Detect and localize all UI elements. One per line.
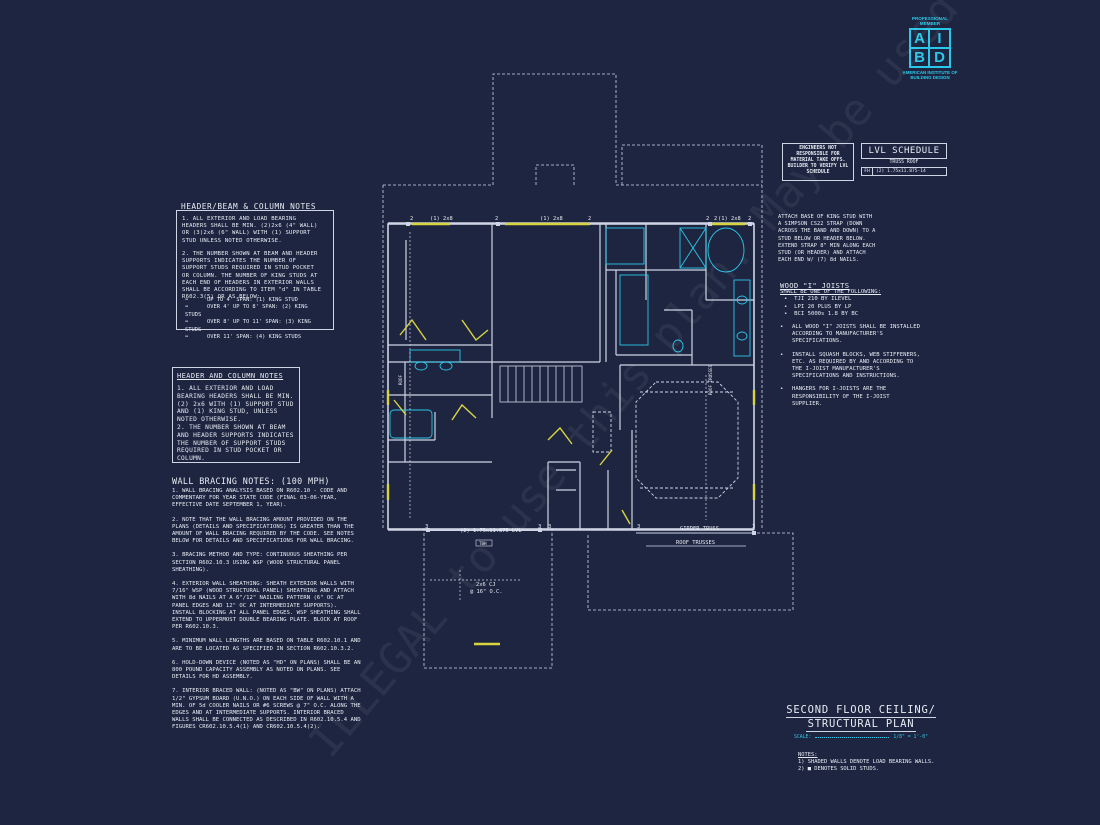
header-column-notes-box: HEADER AND COLUMN NOTES 1. ALL EXTERIOR …: [172, 367, 300, 463]
header-label-3: (1) 2x8: [718, 216, 741, 222]
strap-note: ATTACH BASE OF KING STUD WITH A SIMPSON …: [778, 214, 876, 264]
roof-trusses-label: ROOF TRUSSES: [676, 540, 715, 546]
joist-option: • LPI 20 PLUS BY LP: [784, 303, 852, 310]
header-column-notes-title: HEADER AND COLUMN NOTES: [177, 372, 284, 380]
scale-row: SCALE: 1/8" = 1'-0": [786, 735, 936, 740]
scale-dots: [815, 735, 890, 738]
legend-notes: NOTES: 1) SHADED WALLS DENOTE LOAD BEARI…: [798, 752, 948, 774]
lvl-schedule-title: LVL SCHEDULE: [861, 143, 947, 159]
support-count: 2: [495, 216, 498, 222]
wall-bracing-item: 6. HOLD-DOWN DEVICE (NOTED AS "HD" ON PL…: [172, 659, 361, 681]
support-count: 3: [752, 524, 755, 530]
support-count: 3: [548, 524, 551, 530]
tbh-tag: [475, 539, 493, 547]
support-count: 2: [706, 216, 709, 222]
header-beam-notes-title: HEADER/BEAM & COLUMN NOTES: [181, 202, 317, 211]
roof-outline: [382, 73, 794, 669]
scale-value: 1/8" = 1'-0": [893, 735, 928, 740]
engineer-note-text: ENGINEERS NOT RESPONSIBLE FOR MATERIAL T…: [787, 146, 849, 175]
logo-top-text: PROFESSIONAL MEMBER: [911, 16, 949, 26]
stairs: [499, 365, 583, 403]
wood-joists-subtitle: SHALL BE ONE OF THE FOLLOWING:: [780, 289, 882, 296]
wall-bracing-item: 1. WALL BRACING ANALYSIS BASED ON R602.1…: [172, 488, 348, 509]
logo-letter-b: B: [911, 49, 930, 66]
header-label-2: (1) 2x8: [540, 216, 563, 222]
logo-letter-a: A: [911, 30, 930, 49]
support-count: 3: [425, 524, 428, 530]
wall-bracing-item: 5. MINIMUM WALL LENGTHS ARE BASED ON TAB…: [172, 638, 361, 652]
support-count: 2: [410, 216, 413, 222]
span-item: ➡OVER 11' SPAN: (4) KING STUDS: [185, 334, 302, 341]
engineer-note-box: ENGINEERS NOT RESPONSIBLE FOR MATERIAL T…: [782, 143, 854, 181]
roof-label-vertical: ROOF: [398, 374, 403, 385]
support-count: 3: [538, 524, 541, 530]
notes-item: 2) ■ DENOTES SOLID STUDS.: [798, 766, 880, 773]
dimension-lines: [409, 232, 707, 600]
notes-title: NOTES:: [798, 752, 818, 758]
roof-trusses-vertical: ROOF TRUSSES: [708, 364, 713, 395]
solid-studs: [406, 222, 756, 535]
header-label-1: (1) 2x8: [430, 216, 453, 222]
wood-joists-title: WOOD "I" JOISTS: [780, 281, 850, 290]
logo-letter-i: I: [930, 30, 949, 49]
joist-option: • TJI 210 BY ILEVEL: [784, 296, 852, 303]
scale-label: SCALE:: [794, 735, 812, 740]
wood-joists-notes: WOOD "I" JOISTS SHALL BE ONE OF THE FOLL…: [780, 282, 920, 408]
header-column-note-1: 1. ALL EXTERIOR AND LOAD BEARING HEADERS…: [177, 385, 294, 424]
header-beam-note-1: 1. ALL EXTERIOR AND LOAD BEARING HEADERS…: [182, 216, 318, 244]
wall-bracing-item: 3. BRACING METHOD AND TYPE: CONTINUOUS S…: [172, 552, 348, 573]
tbh-label: TBH: [479, 541, 487, 546]
lvl-row-value: (2) 1.75x11.875-14: [876, 169, 926, 174]
span-item: ➡UP TO 4' SPAN: (1) KING STUD: [185, 297, 298, 303]
logo-letter-grid: A I B D: [909, 28, 951, 68]
wall-bracing-list: 1. WALL BRACING ANALYSIS BASED ON R602.1…: [172, 488, 362, 732]
span-item: ➡OVER 8' UP TO 11' SPAN: (3) KING STUDS: [185, 319, 311, 333]
lvl-label: (2) 1.75x11.875 LVL: [460, 528, 522, 534]
logo-letter-d: D: [934, 49, 945, 66]
lvl-schedule: LVL SCHEDULE TRUSS ROOF FH (2) 1.75x11.8…: [861, 143, 947, 176]
wall-bracing-title: WALL BRACING NOTES: (100 MPH): [172, 476, 330, 486]
title-block: SECOND FLOOR CEILING/ STRUCTURAL PLAN SC…: [786, 704, 936, 740]
watermark: ILLEGAL to use this plan. May be used fo…: [299, 0, 1100, 767]
support-count: 2: [714, 216, 717, 222]
support-count: 2: [588, 216, 591, 222]
vaulted-ceiling: [592, 381, 739, 499]
wall-bracing-item: 4. EXTERIOR WALL SHEATHING: SHEATH EXTER…: [172, 581, 361, 631]
span-list: ➡UP TO 4' SPAN: (1) KING STUD ➡OVER 4' U…: [185, 297, 325, 341]
notes-item: 1) SHADED WALLS DENOTE LOAD BEARING WALL…: [798, 759, 935, 766]
girder-truss-label: GIRDER TRUSS: [680, 526, 719, 532]
lvl-schedule-row: FH (2) 1.75x11.875-14: [861, 167, 947, 176]
joist-option: • BCI 5000s 1.8 BY BC: [784, 310, 859, 317]
title-line-2: STRUCTURAL PLAN: [806, 718, 916, 732]
header-beam-note-2: 2. THE NUMBER SHOWN AT BEAM AND HEADER S…: [182, 251, 322, 301]
aibd-logo: PROFESSIONAL MEMBER A I B D AMERICAN INS…: [895, 16, 965, 88]
wall-bracing-item: 2. NOTE THAT THE WALL BRACING AMOUNT PRO…: [172, 516, 354, 545]
support-count: 2: [748, 216, 751, 222]
joist-note: •INSTALL SQUASH BLOCKS, WEB STIFFENERS, …: [780, 351, 920, 380]
lvl-schedule-subtitle: TRUSS ROOF: [889, 160, 919, 165]
joist-note: •HANGERS FOR I-JOISTS ARE THE RESPONSIBI…: [780, 386, 890, 407]
wall-bracing-item: 7. INTERIOR BRACED WALL: (NOTED AS "BW" …: [172, 688, 361, 731]
title-line-1: SECOND FLOOR CEILING/: [786, 704, 936, 718]
header-column-note-2: 2. THE NUMBER SHOWN AT BEAM AND HEADER S…: [177, 424, 294, 463]
support-count: 3: [637, 524, 640, 530]
joist-spacing-label: @ 16" O.C.: [470, 589, 502, 595]
header-beam-notes-box: 1. ALL EXTERIOR AND LOAD BEARING HEADERS…: [176, 210, 334, 340]
joist-note: •ALL WOOD "I" JOISTS SHALL BE INSTALLED …: [780, 324, 920, 345]
joist-label: 2x6 CJ: [476, 582, 495, 588]
lvl-row-key: FH: [862, 168, 873, 175]
span-item: ➡OVER 4' UP TO 8' SPAN: (2) KING STUDS: [185, 304, 308, 318]
bearing-walls: [386, 222, 756, 646]
logo-bottom-text: AMERICAN INSTITUTE OF BUILDING DESIGN: [902, 70, 958, 80]
